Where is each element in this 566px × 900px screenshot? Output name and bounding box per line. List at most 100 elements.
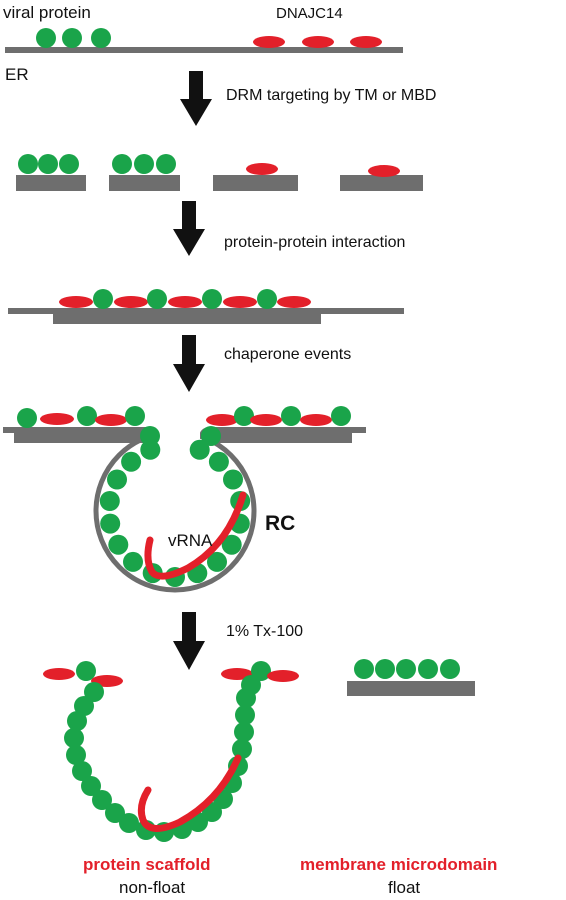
drm-patch: [53, 311, 321, 324]
arrow-step-1: DRM targeting by TM or MBD: [180, 71, 436, 126]
vrna-strand: [137, 754, 242, 832]
viral-protein-icon: [66, 745, 86, 765]
vesicle-protein-ring: [99, 439, 251, 587]
viral-protein-icon: [189, 439, 210, 460]
down-arrow-icon: [173, 335, 205, 392]
dnajc14-icon: [302, 36, 334, 48]
viral-protein-icon: [108, 534, 129, 555]
vrna-strand: [144, 491, 247, 580]
viral-protein-icon: [119, 813, 139, 833]
viral-protein-icon: [235, 705, 255, 725]
viral-protein-icon: [140, 439, 161, 460]
dnajc14-icon: [246, 163, 278, 175]
down-arrow-icon: [180, 71, 212, 126]
viral-protein-icon: [123, 551, 143, 572]
viral-protein-icon: [36, 28, 56, 48]
dnajc14-icon: [277, 296, 311, 308]
arrow-step-4: 1% Tx-100: [173, 612, 303, 670]
viral-protein-label: viral protein: [3, 3, 91, 22]
drm-patch: [340, 175, 423, 191]
viral-protein-icon: [234, 406, 254, 426]
step-2-label: protein-protein interaction: [224, 234, 405, 251]
er-membrane: [5, 47, 403, 53]
dnajc14-icon: [206, 414, 238, 426]
arrow-step-3: chaperone events: [173, 335, 351, 392]
drm-patch: [213, 175, 298, 191]
er-label: ER: [5, 65, 29, 84]
dnajc14-icon: [59, 296, 93, 308]
viral-protein-icon: [257, 289, 277, 309]
viral-protein-icon: [281, 406, 301, 426]
drm-patch: [212, 431, 352, 443]
dnajc14-icon: [267, 670, 299, 682]
viral-protein-icon: [100, 513, 121, 534]
vesicle-neck-gap: [156, 426, 200, 441]
viral-protein-icon: [17, 408, 37, 428]
viral-protein-icon: [112, 154, 132, 174]
panel-drm: [16, 154, 423, 191]
dnajc14-icon: [250, 414, 282, 426]
viral-protein-icon: [72, 761, 92, 781]
protein-scaffold-label: protein scaffold: [83, 855, 211, 874]
viral-protein-icon: [232, 739, 252, 759]
panel-interaction: [8, 289, 404, 324]
viral-protein-icon: [396, 659, 416, 679]
viral-protein-icon: [201, 426, 221, 446]
viral-protein-icon: [92, 790, 112, 810]
dnajc14-icon: [114, 296, 148, 308]
viral-protein-icon: [84, 682, 104, 702]
dnajc14-icon: [43, 668, 75, 680]
dnajc14-icon: [253, 36, 285, 48]
step-1-label: DRM targeting by TM or MBD: [226, 87, 436, 104]
viral-protein-icon: [234, 722, 254, 742]
viral-protein-icon: [59, 154, 79, 174]
dnajc14-icon: [350, 36, 382, 48]
dnajc14-icon: [300, 414, 332, 426]
viral-protein-icon: [156, 154, 176, 174]
step-4-label: 1% Tx-100: [226, 623, 303, 640]
rc-label: RC: [265, 512, 295, 535]
dnajc14-icon: [168, 296, 202, 308]
panel-fractions: protein scaffold non-float membrane micr…: [43, 659, 497, 897]
float-label: float: [388, 878, 420, 897]
drm-patch: [347, 681, 475, 696]
panel-er: viral protein DNAJC14 ER: [3, 3, 403, 84]
dnajc14-icon: [40, 413, 74, 425]
viral-protein-icon: [99, 491, 120, 511]
viral-protein-icon: [241, 675, 261, 695]
viral-protein-icon: [62, 28, 82, 48]
dnajc14-icon: [368, 165, 400, 177]
viral-protein-icon: [107, 469, 127, 490]
viral-protein-icon: [202, 289, 222, 309]
viral-protein-icon: [93, 289, 113, 309]
viral-protein-icon: [147, 289, 167, 309]
drm-patch: [109, 175, 180, 191]
viral-protein-icon: [354, 659, 374, 679]
drm-patch: [14, 431, 152, 443]
viral-protein-icon: [331, 406, 351, 426]
viral-protein-icon: [375, 659, 395, 679]
viral-protein-icon: [91, 28, 111, 48]
viral-protein-icon: [440, 659, 460, 679]
viral-protein-icon: [81, 776, 101, 796]
viral-protein-icon: [207, 551, 227, 572]
drm-patch: [16, 175, 86, 191]
down-arrow-icon: [173, 612, 205, 670]
viral-protein-icon: [251, 661, 271, 681]
non-float-label: non-float: [119, 878, 185, 897]
viral-protein-icon: [38, 154, 58, 174]
vrna-label: vRNA: [168, 531, 213, 550]
viral-protein-icon: [77, 406, 97, 426]
viral-protein-icon: [18, 154, 38, 174]
viral-protein-icon: [76, 661, 96, 681]
viral-protein-icon: [67, 711, 87, 731]
viral-protein-icon: [64, 728, 84, 748]
viral-protein-icon: [121, 451, 142, 472]
viral-protein-icon: [221, 534, 242, 555]
viral-protein-icon: [418, 659, 438, 679]
vesicle-membrane: [93, 429, 257, 593]
panel-rc: vRNA RC: [3, 406, 366, 593]
arrow-step-2: protein-protein interaction: [173, 201, 405, 256]
viral-protein-icon: [134, 154, 154, 174]
